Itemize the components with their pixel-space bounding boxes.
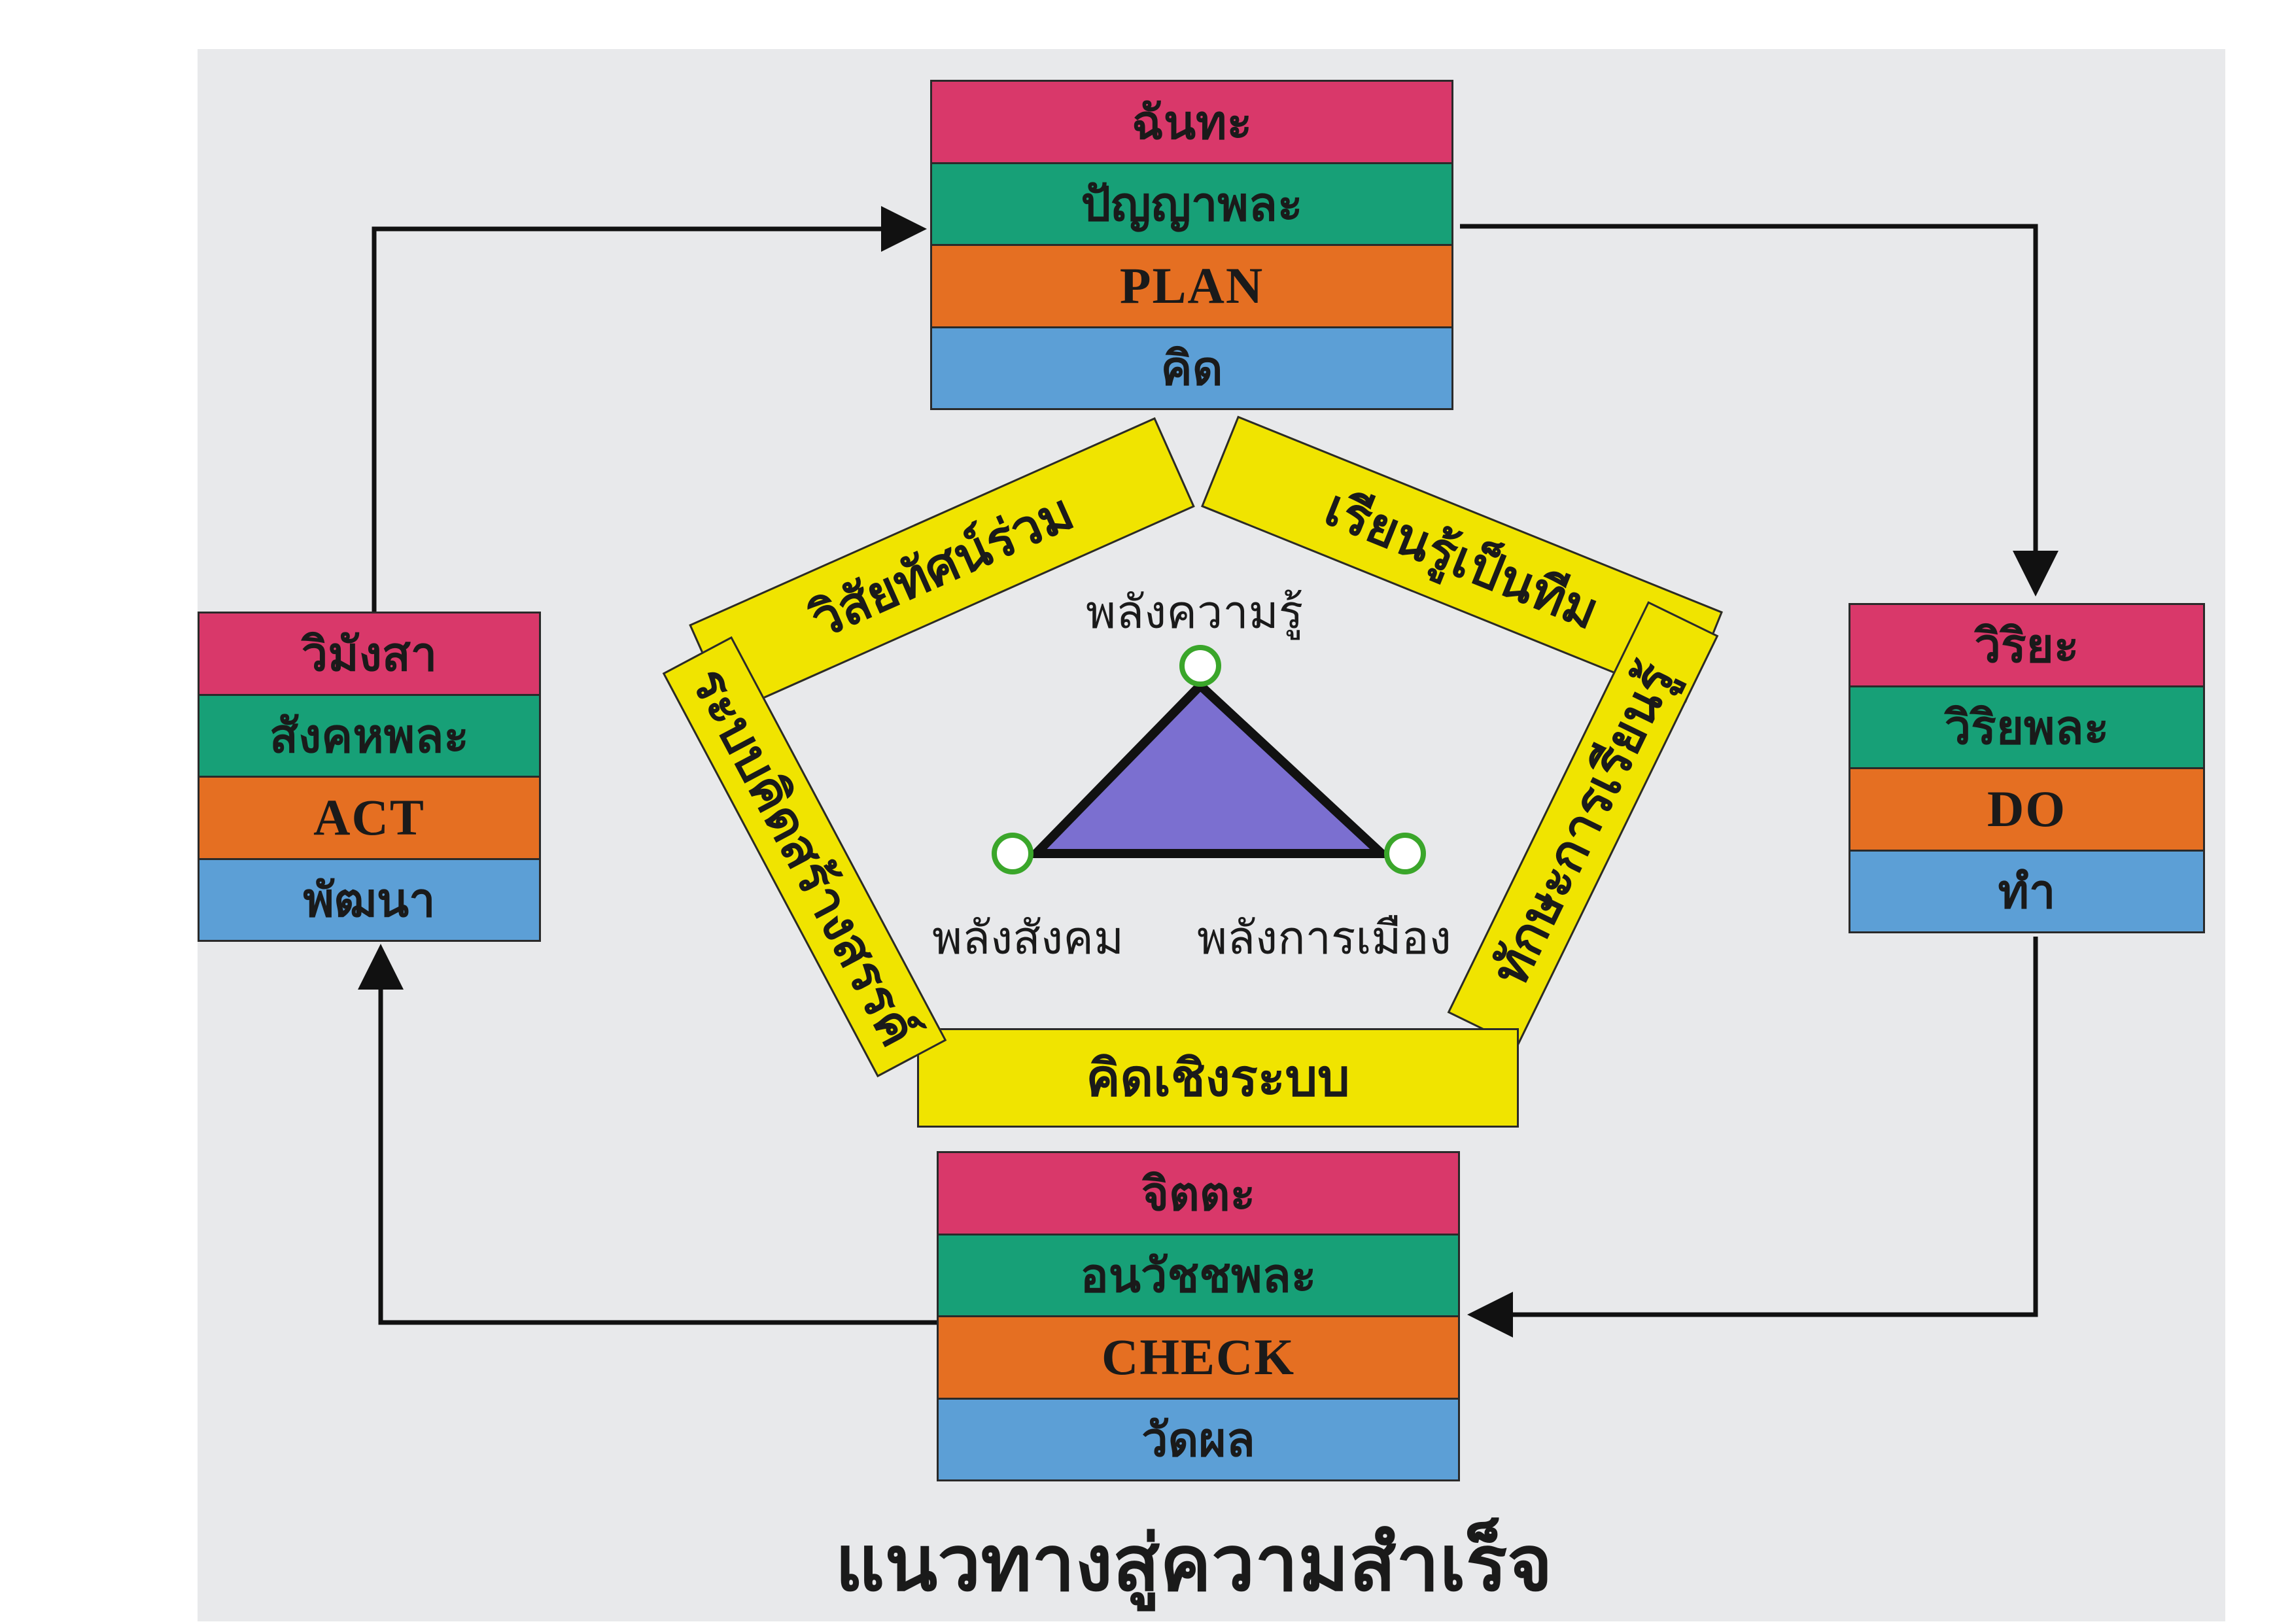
node-left — [992, 833, 1033, 874]
act-develop: พัฒนา — [200, 859, 539, 940]
label-knowledge-power: พลังความรู้ — [1086, 585, 1304, 639]
plan-panya-pala: ปัญญาพละ — [932, 164, 1451, 246]
node-top — [1179, 645, 1221, 687]
plan-think: คิด — [932, 328, 1451, 408]
plan-box: ฉันทะ ปัญญาพละ PLAN คิด — [930, 80, 1453, 410]
page-title: แนวทางสู่ความสำเร็จ — [835, 1518, 1553, 1608]
arrow-do-to-check — [1467, 937, 2038, 1338]
check-anavajja-pala: อนวัชชพละ — [939, 1235, 1458, 1317]
arrow-check-to-act — [358, 944, 937, 1325]
act-vimamsa: วิมังสา — [200, 613, 539, 696]
check-label: CHECK — [939, 1317, 1458, 1400]
arrow-plan-to-do — [1460, 224, 2058, 596]
label-political-power: พลังการเมือง — [1197, 911, 1451, 965]
do-box: วิริยะ วิริยพละ DO ทำ — [1849, 603, 2205, 933]
plan-chanta: ฉันทะ — [932, 82, 1451, 164]
do-viriya: วิริยะ — [1850, 605, 2203, 687]
act-label: ACT — [200, 778, 539, 860]
plan-label: PLAN — [932, 246, 1451, 328]
act-sangaha-pala: สังคหพละ — [200, 695, 539, 778]
bar-systems-thinking: คิดเชิงระบบ — [917, 1028, 1519, 1128]
check-box: จิตตะ อนวัชชพละ CHECK วัดผล — [937, 1151, 1460, 1481]
check-measure: วัดผล — [939, 1399, 1458, 1479]
node-right — [1384, 833, 1426, 874]
do-label: DO — [1850, 769, 2203, 852]
act-box: วิมังสา สังคหพละ ACT พัฒนา — [198, 612, 541, 942]
arrow-act-to-plan — [372, 206, 927, 612]
do-viriya-pala: วิริยพละ — [1850, 687, 2203, 769]
label-social-power: พลังสังคม — [932, 911, 1124, 965]
check-citta: จิตตะ — [939, 1153, 1458, 1235]
power-triangle — [1025, 679, 1393, 858]
do-act: ทำ — [1850, 851, 2203, 931]
